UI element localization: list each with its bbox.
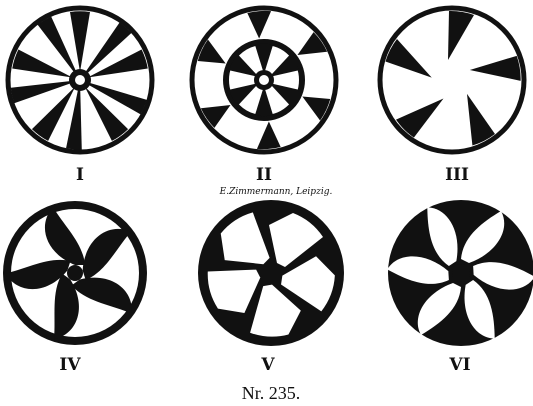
figure-i-label: I (76, 165, 84, 185)
figure-ii-label: II (256, 165, 272, 185)
figure-v (194, 200, 344, 352)
figure-iii-label: III (445, 165, 469, 185)
figure-i (8, 8, 152, 154)
figure-iii (380, 8, 524, 152)
figure-iv-label: IV (59, 355, 81, 375)
figure-vi (386, 200, 533, 346)
figure-iv (3, 201, 147, 345)
figure-vi-label: VI (448, 355, 470, 375)
engraver-credit: E.Zimmermann, Leipzig. (219, 187, 333, 197)
figure-ii (192, 7, 336, 153)
figure-v-label: V (260, 355, 275, 375)
plate-caption: Nr. 235. (242, 383, 301, 403)
